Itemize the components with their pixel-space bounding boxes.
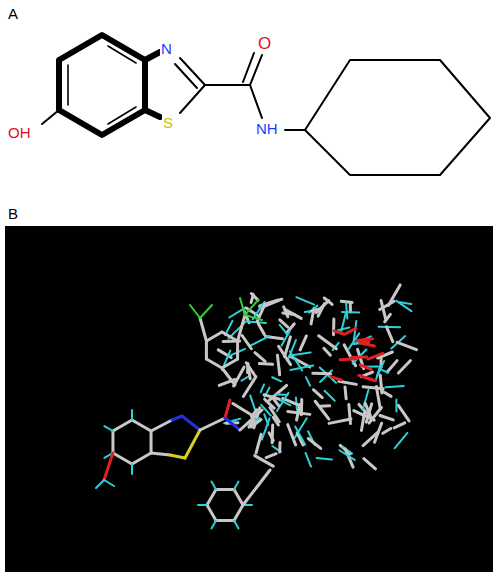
atom-label: O (257, 34, 272, 53)
atom-label: N (160, 40, 173, 57)
structure-2d (42, 35, 490, 175)
panel-letter: B (7, 205, 19, 222)
atom-label: OH (7, 124, 32, 141)
panel-letter: A (7, 5, 19, 22)
render-background (5, 226, 493, 572)
atom-label: NH (255, 120, 279, 137)
atom-label: S (162, 114, 174, 131)
docked-poses (96, 285, 416, 528)
